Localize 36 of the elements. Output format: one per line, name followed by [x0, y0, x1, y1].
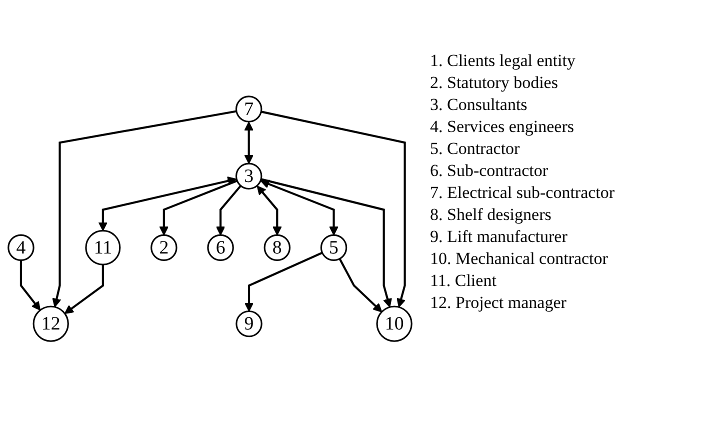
- legend-text: 8. Shelf designers: [430, 204, 552, 226]
- arrow: [64, 264, 104, 314]
- node-circle: 11: [85, 229, 121, 265]
- arrow: [20, 260, 41, 310]
- arrow: [244, 121, 254, 164]
- arrow: [52, 110, 237, 307]
- legend-text: 11. Client: [430, 270, 498, 292]
- legend-text: 7. Electrical sub-contractor: [430, 182, 615, 204]
- node-circle: 12: [32, 305, 69, 342]
- arrow: [98, 176, 237, 231]
- node-circle: 6: [207, 234, 234, 260]
- arrow: [260, 179, 338, 235]
- legend-text: 3. Consultants: [430, 94, 528, 116]
- legend-text: 6. Sub-contractor: [430, 160, 550, 182]
- arrow: [256, 185, 282, 235]
- legend-text: 2. Statutory bodies: [430, 72, 559, 94]
- arrow: [159, 179, 238, 235]
- node-circle: 5: [320, 234, 348, 260]
- legend-text: 12. Project manager: [430, 292, 568, 314]
- node-circle: 9: [236, 310, 262, 337]
- arrow: [260, 110, 406, 308]
- arrow: [216, 184, 242, 235]
- node-circle: 8: [264, 234, 291, 260]
- arrow: [244, 251, 323, 312]
- node-circle: 2: [150, 234, 178, 260]
- legend-text: 9. Lift manufacturer: [430, 226, 568, 248]
- legend-text: 10. Mechanical contractor: [430, 248, 609, 270]
- arrow: [260, 178, 392, 308]
- legend-text: 5. Contractor: [430, 138, 521, 160]
- arrow: [338, 258, 382, 312]
- legend-text: 4. Services engineers: [430, 116, 575, 138]
- node-circle: 4: [8, 234, 34, 260]
- node-circle: 10: [376, 305, 412, 342]
- node-circle: 3: [235, 162, 262, 190]
- legend-text: 1. Clients legal entity: [430, 50, 576, 72]
- node-circle: 7: [235, 95, 262, 122]
